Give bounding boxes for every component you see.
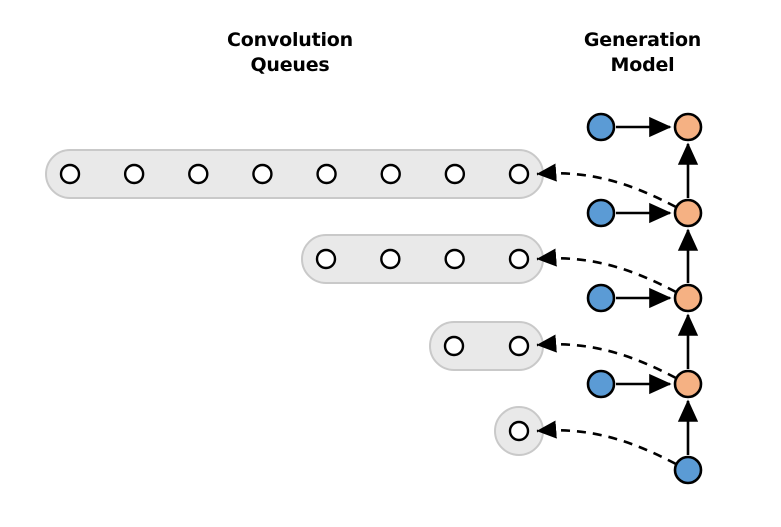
queue-cell[interactable] xyxy=(444,163,466,185)
feedback-dashed-arrow xyxy=(536,334,677,380)
convolution-queues-title: Convolution Queues xyxy=(227,29,353,76)
feedback-dashed-arrow xyxy=(536,420,677,466)
feedback-dashed-arrow xyxy=(536,163,677,209)
queue-cell[interactable] xyxy=(444,248,465,270)
queue-cell[interactable] xyxy=(443,335,465,357)
queue-cell[interactable] xyxy=(123,163,145,185)
output-node[interactable] xyxy=(673,112,703,142)
queue-cell[interactable] xyxy=(508,248,530,270)
output-node[interactable] xyxy=(673,369,703,399)
queue-cell[interactable] xyxy=(508,163,530,185)
queue-cell[interactable] xyxy=(508,335,530,357)
convolution-queue[interactable] xyxy=(301,234,544,284)
queue-pill xyxy=(301,234,544,284)
convolution-queue[interactable] xyxy=(494,406,544,456)
input-node[interactable] xyxy=(586,198,616,228)
queue-cell[interactable] xyxy=(380,248,401,270)
input-node[interactable] xyxy=(673,455,703,485)
generation-model-title: Generation Model xyxy=(583,29,702,76)
feedback-arrows-group xyxy=(536,163,677,466)
queue-cell[interactable] xyxy=(59,163,81,185)
output-node[interactable] xyxy=(673,198,703,228)
input-node[interactable] xyxy=(586,369,616,399)
queue-cell[interactable] xyxy=(315,248,337,270)
feedback-dashed-arrow xyxy=(536,248,677,294)
queue-cell[interactable] xyxy=(188,163,209,185)
output-node[interactable] xyxy=(673,283,703,313)
generation-model-nodes-group xyxy=(586,112,703,485)
queue-cell[interactable] xyxy=(508,420,530,442)
queue-cell[interactable] xyxy=(380,163,401,185)
queue-pill xyxy=(45,149,544,199)
queue-cell[interactable] xyxy=(316,163,337,185)
queue-cell[interactable] xyxy=(252,163,273,185)
input-node[interactable] xyxy=(586,112,616,142)
convolution-queue[interactable] xyxy=(45,149,544,199)
convolution-queues-group xyxy=(45,149,544,456)
convolution-queue[interactable] xyxy=(429,321,544,371)
input-node[interactable] xyxy=(586,283,616,313)
solid-arrows-group xyxy=(616,116,699,455)
